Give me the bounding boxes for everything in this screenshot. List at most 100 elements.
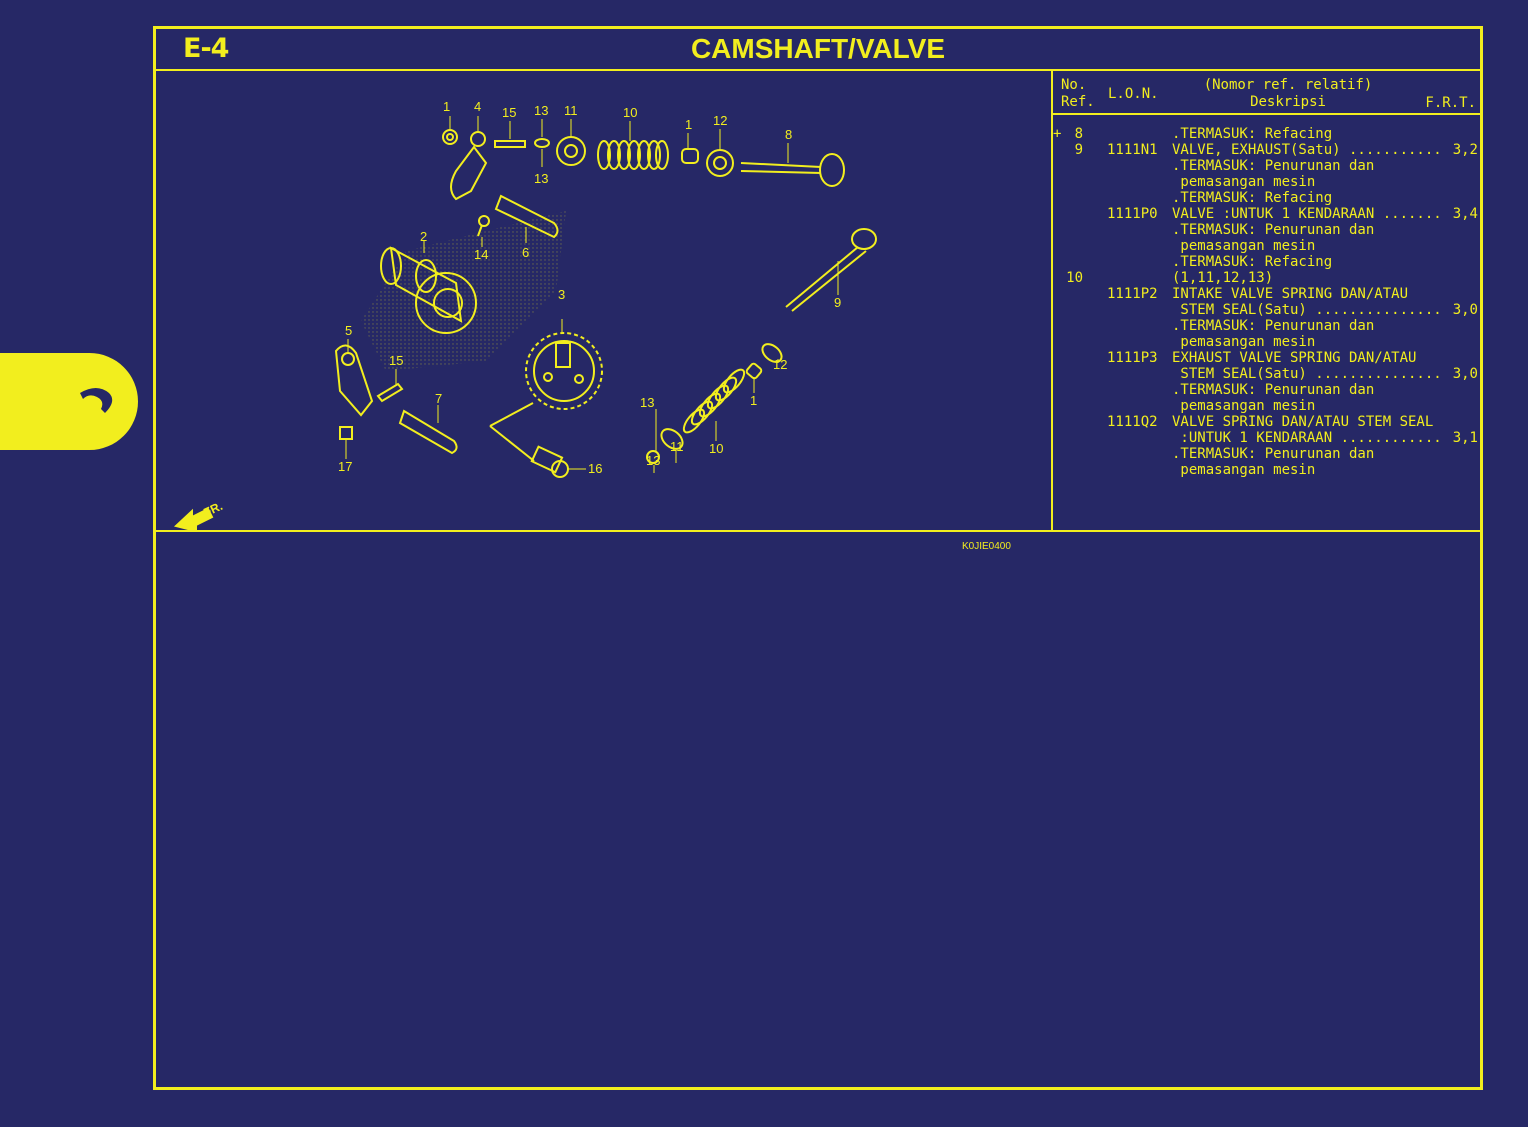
parts-table-header: No. Ref. L.O.N. (Nomor ref. relatif) Des…: [1053, 71, 1480, 115]
callout-13: 13: [534, 103, 548, 118]
callout-14: 14: [474, 247, 488, 262]
exploded-diagram: 1 4 15 13 11 10 1 12 8 13 6 14 2 9 3 12 …: [156, 71, 1051, 552]
callout-16: 16: [588, 461, 602, 476]
callout-6: 6: [522, 245, 529, 260]
section-code: E-4: [183, 33, 229, 64]
description: VALVE SPRING DAN/ATAU STEM SEAL: [1172, 414, 1434, 430]
description: pemasangan mesin: [1172, 238, 1316, 254]
table-row: STEM SEAL(Satu) ............... 3,0: [1053, 366, 1480, 382]
table-row: STEM SEAL(Satu) ............... 3,0: [1053, 302, 1480, 318]
engine-section-icon: [80, 388, 113, 413]
ref-number: 9: [1074, 142, 1083, 158]
description: .TERMASUK: Refacing: [1172, 126, 1333, 142]
description: :UNTUK 1 KENDARAAN ............: [1172, 430, 1442, 446]
page-title: CAMSHAFT/VALVE: [690, 33, 946, 64]
frt-value: 3,1: [1452, 430, 1478, 446]
table-row: 1111P3 EXHAUST VALVE SPRING DAN/ATAU: [1053, 350, 1480, 366]
table-row: pemasangan mesin: [1053, 398, 1480, 414]
ref-number: 10: [1066, 270, 1083, 286]
header-desc-note: (Nomor ref. relatif): [1203, 77, 1373, 93]
section-divider: [156, 530, 1480, 532]
callout-15b: 15: [389, 353, 403, 368]
description: VALVE :UNTUK 1 KENDARAAN .......: [1172, 206, 1442, 222]
description: VALVE, EXHAUST(Satu) ...........: [1172, 142, 1442, 158]
description: INTAKE VALVE SPRING DAN/ATAU: [1172, 286, 1409, 302]
callout-17: 17: [338, 459, 352, 474]
lon-code: 1111P3: [1107, 350, 1158, 366]
table-row: .TERMASUK: Penurunan dan: [1053, 318, 1480, 334]
callout-9: 9: [834, 295, 841, 310]
description: pemasangan mesin: [1172, 398, 1316, 414]
callout-5: 5: [345, 323, 352, 338]
table-row: 1111P2 INTAKE VALVE SPRING DAN/ATAU: [1053, 286, 1480, 302]
callout-1: 1: [443, 99, 450, 114]
callout-labels: 1 4 15 13 11 10 1 12 8 13 6 14 2 9 3 12 …: [201, 99, 841, 520]
table-row: .TERMASUK: Penurunan dan: [1053, 382, 1480, 398]
callout-1c: 1: [750, 393, 757, 408]
description: (1,11,12,13): [1172, 270, 1274, 286]
frt-value: 3,4: [1452, 206, 1478, 222]
parts-table-rows: +8 .TERMASUK: Refacing 9 1111N1 VALVE, EXHA…: [1053, 126, 1480, 478]
frt-value: 3,0: [1452, 302, 1478, 318]
description: STEM SEAL(Satu) ...............: [1172, 366, 1442, 382]
table-row: .TERMASUK: Penurunan dan: [1053, 222, 1480, 238]
figure-code: K0JIE0400: [962, 541, 1011, 552]
table-row: :UNTUK 1 KENDARAAN ............ 3,1: [1053, 430, 1480, 446]
callout-10: 10: [623, 105, 637, 120]
callout-15: 15: [502, 105, 516, 120]
lon-code: 1111N1: [1107, 142, 1158, 158]
callout-13c: 13: [640, 395, 654, 410]
callout-7: 7: [435, 391, 442, 406]
table-row: .TERMASUK: Penurunan dan: [1053, 446, 1480, 462]
description: .TERMASUK: Refacing: [1172, 254, 1333, 270]
table-row: pemasangan mesin: [1053, 238, 1480, 254]
section-side-tab[interactable]: [0, 353, 138, 450]
description: .TERMASUK: Penurunan dan: [1172, 382, 1375, 398]
description: STEM SEAL(Satu) ...............: [1172, 302, 1442, 318]
table-row: +8 .TERMASUK: Refacing: [1053, 126, 1480, 142]
header-no: No.: [1061, 77, 1087, 93]
page-header: E-4 CAMSHAFT/VALVE: [156, 29, 1480, 71]
callout-13b: 13: [534, 171, 548, 186]
header-ref: Ref.: [1061, 94, 1095, 110]
callout-11b: 11: [670, 439, 684, 454]
description: pemasangan mesin: [1172, 174, 1316, 190]
ref-number: 8: [1074, 126, 1083, 142]
description: .TERMASUK: Penurunan dan: [1172, 446, 1375, 462]
description: EXHAUST VALVE SPRING DAN/ATAU: [1172, 350, 1417, 366]
description: .TERMASUK: Penurunan dan: [1172, 222, 1375, 238]
table-row: .TERMASUK: Refacing: [1053, 254, 1480, 270]
frt-value: 3,2: [1452, 142, 1478, 158]
callout-4: 4: [474, 99, 481, 114]
table-row: 10 (1,11,12,13): [1053, 270, 1480, 286]
table-row: pemasangan mesin: [1053, 174, 1480, 190]
callout-8: 8: [785, 127, 792, 142]
callout-2: 2: [420, 229, 427, 244]
lon-code: 1111Q2: [1107, 414, 1158, 430]
description: pemasangan mesin: [1172, 462, 1316, 478]
camshaft-valve-diagram: 1 4 15 13 11 10 1 12 8 13 6 14 2 9 3 12 …: [173, 99, 877, 533]
callout-12b: 12: [773, 357, 787, 372]
table-row: .TERMASUK: Refacing: [1053, 190, 1480, 206]
description: .TERMASUK: Penurunan dan: [1172, 318, 1375, 334]
lon-code: 1111P2: [1107, 286, 1158, 302]
parts-catalog-page: E-4 CAMSHAFT/VALVE: [153, 26, 1483, 1090]
header-frt: F.R.T.: [1425, 95, 1476, 111]
header-desc: Deskripsi: [1250, 94, 1326, 110]
description: pemasangan mesin: [1172, 334, 1316, 350]
frt-value: 3,0: [1452, 366, 1478, 382]
table-row: pemasangan mesin: [1053, 334, 1480, 350]
table-row: 9 1111N1 VALVE, EXHAUST(Satu) ........... 3…: [1053, 142, 1480, 158]
callout-12: 12: [713, 113, 727, 128]
new-part-marker: +: [1053, 126, 1062, 142]
table-row: .TERMASUK: Penurunan dan: [1053, 158, 1480, 174]
callout-10b: 10: [709, 441, 723, 456]
column-divider: [1051, 71, 1053, 531]
table-row: pemasangan mesin: [1053, 462, 1480, 478]
parts-table: No. Ref. L.O.N. (Nomor ref. relatif) Des…: [1053, 71, 1480, 530]
description: .TERMASUK: Penurunan dan: [1172, 158, 1375, 174]
header-lon: L.O.N.: [1108, 86, 1159, 102]
callout-3: 3: [558, 287, 565, 302]
front-direction-label: FR.: [201, 499, 224, 520]
